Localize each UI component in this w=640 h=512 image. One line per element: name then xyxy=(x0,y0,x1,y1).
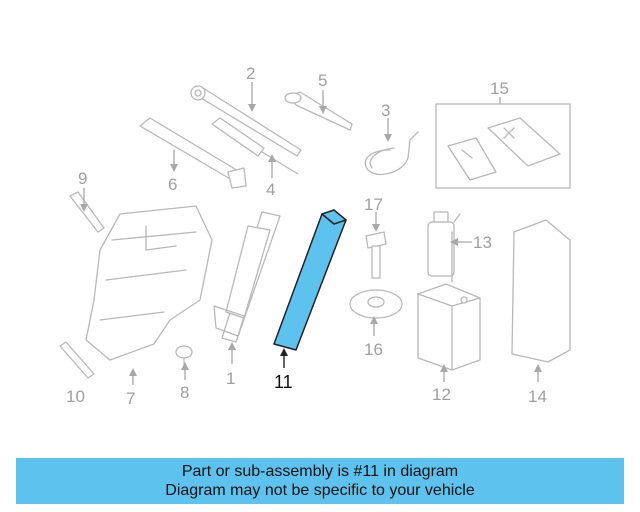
callout-6: 6 xyxy=(168,175,177,194)
parts-diagram: 2 5 3 15 6 4 9 xyxy=(59,64,571,408)
part-16-hold-down-disk xyxy=(349,289,403,319)
info-banner: Part or sub-assembly is #11 in diagram D… xyxy=(16,458,624,504)
part-12-compressor-box xyxy=(417,283,481,371)
callout-15: 15 xyxy=(490,79,509,98)
part-17-bolt xyxy=(365,231,387,279)
callout-13: 13 xyxy=(473,233,492,252)
part-10-strap xyxy=(59,341,95,379)
callout-2: 2 xyxy=(246,64,255,83)
callout-12: 12 xyxy=(432,385,451,404)
callout-8: 8 xyxy=(180,383,189,402)
part-4-screwdriver xyxy=(211,117,299,175)
part-15-tool-tray xyxy=(435,103,571,189)
callout-16: 16 xyxy=(364,340,383,359)
callout-14: 14 xyxy=(528,387,547,406)
callout-7: 7 xyxy=(126,389,135,408)
part-2-lug-wrench xyxy=(190,85,302,157)
part-6-jack-handle xyxy=(139,117,247,189)
part-13-sealant-bottle xyxy=(427,211,461,283)
callout-1: 1 xyxy=(226,369,235,388)
callout-11: 11 xyxy=(274,372,293,392)
part-9-clip xyxy=(69,191,105,233)
part-5-tow-hook xyxy=(284,91,353,131)
callout-10: 10 xyxy=(66,387,85,406)
banner-line-2: Diagram may not be specific to your vehi… xyxy=(165,482,475,499)
part-7-foam-tray xyxy=(85,205,213,361)
callout-17: 17 xyxy=(364,195,383,214)
part-1-scissor-jack xyxy=(213,211,281,343)
banner-line-1: Part or sub-assembly is #11 in diagram xyxy=(181,463,459,480)
callout-3: 3 xyxy=(381,101,390,120)
part-14-cover-panel xyxy=(511,219,571,363)
callout-9: 9 xyxy=(78,169,87,188)
part-3-wire-hook xyxy=(364,131,419,175)
callout-4: 4 xyxy=(266,180,275,199)
callout-5: 5 xyxy=(318,71,327,90)
part-11-highlighted-tube xyxy=(273,209,347,351)
